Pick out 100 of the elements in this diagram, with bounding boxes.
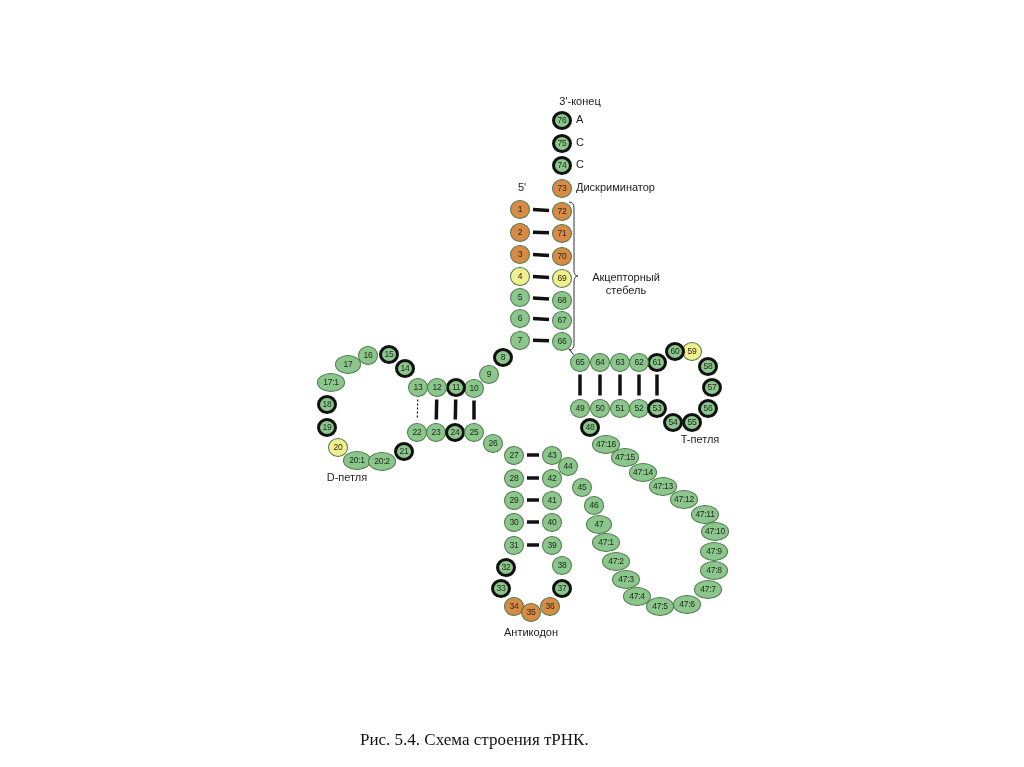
nucleotide-number: 13 [413,382,423,392]
nucleotide-circle [700,541,728,561]
nucleotide-annotation: C [576,158,584,172]
nucleotide-number: 44 [563,461,573,471]
nucleotide-circle [629,352,649,372]
base-pair-bar [532,316,550,322]
nucleotide-circle [446,377,466,397]
nucleotide-circle [542,535,562,555]
nucleotide-circle [602,551,630,571]
nucleotide-number: 47:5 [652,601,668,611]
nucleotide-circle [394,441,414,461]
nucleotide-number: 47:15 [615,452,635,462]
base-pair-bar [532,338,550,343]
nucleotide-circle [479,364,499,384]
base-pair-bar [578,374,582,396]
nucleotide-circle [612,569,640,589]
nucleotide-circle [646,596,674,616]
nucleotide-number: 72 [557,206,567,216]
nucleotide-annotation: 3'-конец [559,95,601,109]
nucleotide-circle [570,352,590,372]
loop-label: D-петля [326,471,368,485]
nucleotide-number: 47:16 [596,439,616,449]
nucleotide-number: 47:2 [608,556,624,566]
base-pair-bar [567,347,575,356]
nucleotide-number: 19 [322,422,332,432]
nucleotide-circle [552,110,572,130]
nucleotide-number: 23 [431,427,441,437]
nucleotide-number: 58 [703,361,713,371]
loop-label: T-петля [680,433,720,447]
nucleotide-circle [491,578,511,598]
nucleotide-number: 2 [517,227,523,237]
nucleotide-number: 57 [707,382,717,392]
nucleotide-circle [493,347,513,367]
nucleotide-number: 3 [517,249,523,259]
nucleotide-number: 5 [517,292,523,302]
nucleotide-circle [702,377,722,397]
nucleotide-number: 55 [687,417,697,427]
nucleotide-circle [552,223,572,243]
nucleotide-number: 47:7 [700,584,716,594]
nucleotide-number: 47:10 [705,526,725,536]
nucleotide-number: 70 [557,251,567,261]
nucleotide-number: 47:1 [598,537,614,547]
nucleotide-number: 29 [509,495,519,505]
nucleotide-number: 6 [517,313,523,323]
nucleotide-number: 33 [496,583,506,593]
nucleotide-number: 47:11 [695,509,715,519]
base-pair-bar [637,374,641,396]
nucleotide-circle [504,535,524,555]
nucleotide-number: 20:1 [349,455,365,465]
nucleotide-number: 68 [557,295,567,305]
base-pair-bar [527,543,539,547]
nucleotide-circle [542,490,562,510]
nucleotide-circle [521,602,541,622]
nucleotide-circle [510,330,530,350]
base-pair-bar [532,296,550,301]
nucleotide-circle [504,596,524,616]
nucleotide-circle [649,476,677,496]
nucleotide-circle [395,358,415,378]
nucleotide-number: 30 [509,517,519,527]
nucleotide-number: 35 [526,607,536,617]
nucleotide-number: 46 [589,500,599,510]
nucleotide-number: 28 [509,473,519,483]
nucleotide-number: 45 [577,482,587,492]
nucleotide-circle [590,398,610,418]
nucleotide-circle [610,352,630,372]
nucleotide-circle [552,155,572,175]
nucleotide-circle [698,398,718,418]
nucleotide-circle [682,412,702,432]
nucleotide-number: 63 [615,357,625,367]
nucleotide-number: 17:1 [323,377,339,387]
nucleotide-circle [358,345,378,365]
nucleotide-number: 31 [509,540,519,550]
nucleotide-circle [610,398,630,418]
nucleotide-number: 9 [486,369,492,379]
nucleotide-circle [504,512,524,532]
base-pair-bar [655,374,659,396]
nucleotide-number: 49 [575,403,585,413]
base-pair-bar [527,453,539,457]
nucleotide-circle [700,560,728,580]
nucleotide-number: 62 [634,357,644,367]
nucleotide-number: 54 [668,417,678,427]
nucleotide-circle [558,456,578,476]
nucleotide-circle [572,477,592,497]
nucleotide-circle [552,201,572,221]
nucleotide-number: 22 [412,427,422,437]
nucleotide-circle [317,372,345,392]
nucleotide-circle [427,377,447,397]
nucleotide-number: 51 [615,403,625,413]
nucleotide-number: 25 [469,427,479,437]
nucleotide-circle [510,199,530,219]
nucleotide-circle [691,504,719,524]
nucleotide-number: 10 [469,383,479,393]
nucleotide-circle [328,437,348,457]
nucleotide-annotation: Дискриминатор [576,181,655,195]
nucleotide-circle [552,246,572,266]
nucleotide-circle [580,417,600,437]
nucleotide-circle [665,341,685,361]
nucleotide-number: 20 [333,442,343,452]
nucleotide-circle [368,451,396,471]
nucleotide-number: 47:14 [633,467,653,477]
